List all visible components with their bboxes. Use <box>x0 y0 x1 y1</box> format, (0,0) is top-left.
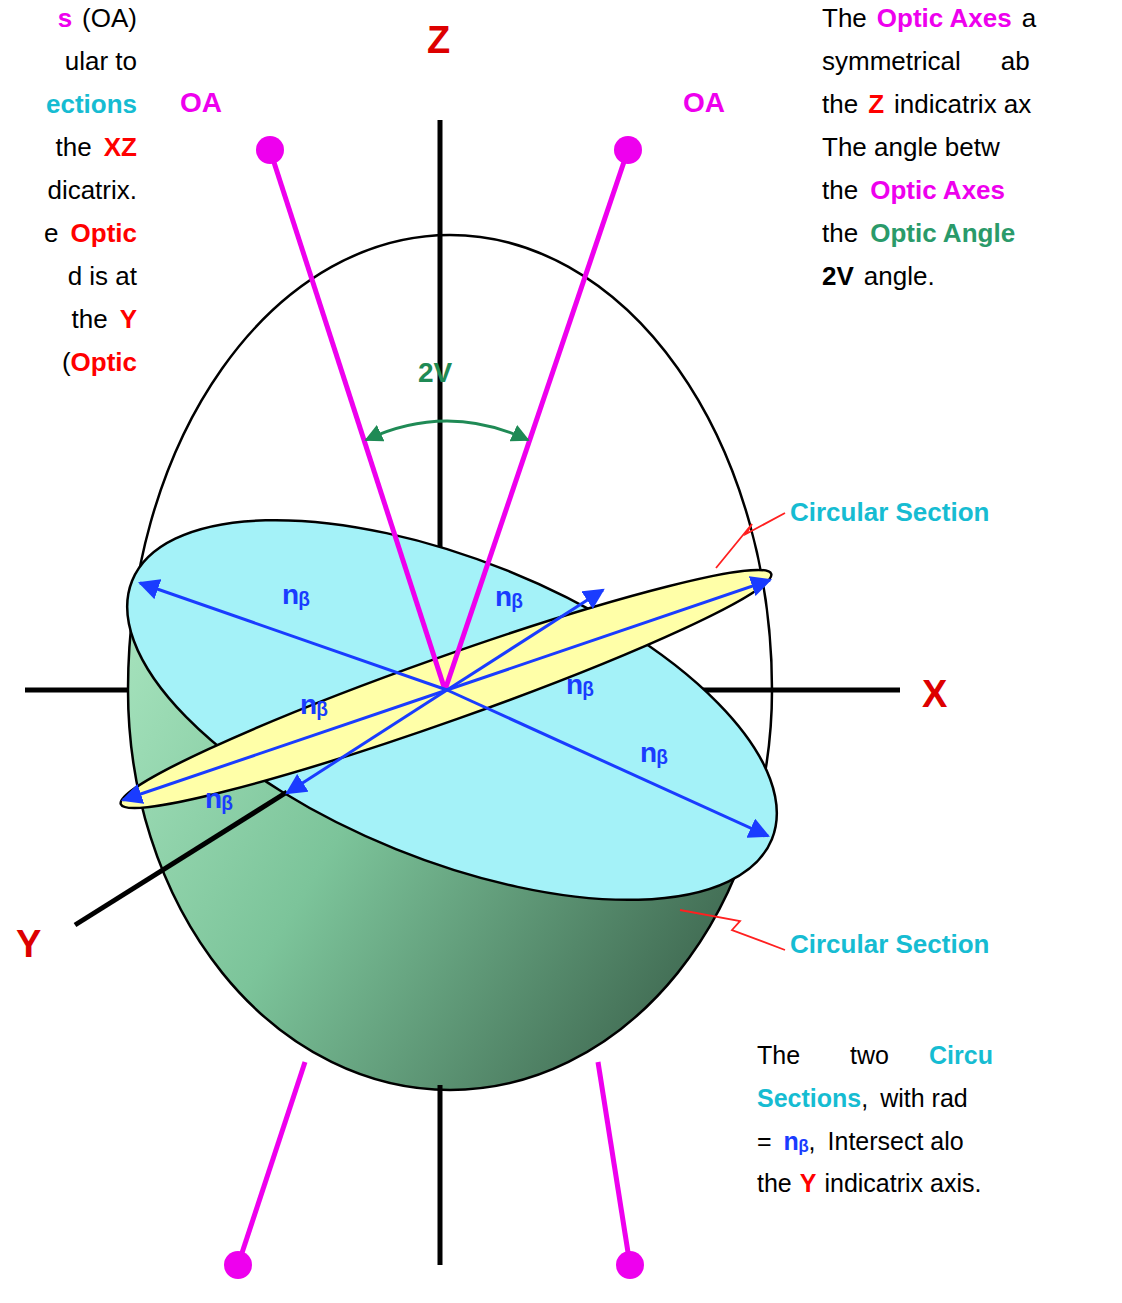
text-line: nᵦ <box>640 736 668 770</box>
note-text: 2V <box>822 261 854 291</box>
text-line: e Optic <box>44 217 137 249</box>
note-text: with rad <box>880 1084 968 1112</box>
note-text: nᵦ <box>784 1127 809 1155</box>
note-text: Optic <box>71 347 137 377</box>
note-text: two <box>850 1041 889 1069</box>
text-line: Z <box>427 18 450 62</box>
refractive-index-label: nᵦ <box>640 737 668 768</box>
text-line: the Zindicatrix ax <box>822 88 1031 120</box>
axis-label: X <box>922 673 947 715</box>
note-text: angle. <box>864 261 935 291</box>
note-text: the <box>822 218 858 248</box>
text-line: Y <box>16 922 41 966</box>
text-line: Circular Section <box>790 496 989 528</box>
z-axis-lower <box>438 1085 443 1265</box>
leader-bolts <box>680 513 785 950</box>
text-line: (Optic <box>62 346 137 378</box>
text-line: symmetrical ab <box>822 45 1030 77</box>
note-text: ( <box>62 347 71 377</box>
note-text: Y <box>800 1169 817 1197</box>
note-text: dicatrix. <box>47 175 137 205</box>
section-label: Circular Section <box>790 929 989 959</box>
text-line: nᵦ <box>495 580 523 614</box>
text-line: OA <box>683 86 725 120</box>
text-line: d is at <box>68 260 137 292</box>
note-text: the <box>822 89 858 119</box>
text-line: ections <box>46 88 137 120</box>
text-line: nᵦ <box>205 782 233 816</box>
note-text: The <box>822 3 867 33</box>
text-line: dicatrix. <box>47 174 137 206</box>
text-line: nᵦ <box>566 668 594 702</box>
text-line: The Optic Axes a <box>822 2 1036 34</box>
note-text: Optic Angle <box>870 218 1015 248</box>
note-text: Sections <box>757 1084 861 1112</box>
note-text: a <box>1022 3 1036 33</box>
note-text: The <box>757 1041 800 1069</box>
optic-axis-label: OA <box>180 87 222 118</box>
refractive-index-label: nᵦ <box>300 689 328 720</box>
refractive-index-label: nᵦ <box>205 783 233 814</box>
axis-label: Z <box>427 19 450 61</box>
axis-label: Y <box>16 923 41 965</box>
text-line: nᵦ <box>282 578 310 612</box>
text-line: The angle betw <box>822 131 1000 163</box>
section-label: Circular Section <box>790 497 989 527</box>
text-line: The two Circu <box>757 1040 993 1071</box>
note-text: Intersect alo <box>828 1127 964 1155</box>
note-text: symmetrical <box>822 46 961 76</box>
note-text: XZ <box>104 132 137 162</box>
note-text: = <box>757 1127 772 1155</box>
note-text: , <box>809 1127 816 1155</box>
radius-arrows <box>123 580 770 836</box>
text-line: the XZ <box>56 131 137 163</box>
refractive-index-label: nᵦ <box>495 581 523 612</box>
circular-section-cyan <box>76 442 828 979</box>
refractive-index-label: nᵦ <box>282 579 310 610</box>
angle-label: 2V <box>418 357 452 388</box>
note-text: Circu <box>929 1041 993 1069</box>
note-text: ab <box>1001 46 1030 76</box>
text-line: s (OA) <box>58 2 137 34</box>
text-line: the Y <box>72 303 138 335</box>
text-line: the Optic Angle <box>822 217 1015 249</box>
note-text: Optic Axes <box>870 175 1005 205</box>
text-line: the Yindicatrix axis. <box>757 1168 981 1199</box>
text-line: ular to <box>65 45 137 77</box>
note-text: ular to <box>65 46 137 76</box>
note-text: Y <box>120 304 137 334</box>
text-line: the Optic Axes <box>822 174 1005 206</box>
text-line: nᵦ <box>300 688 328 722</box>
y-axis-line <box>75 792 287 925</box>
note-text: indicatrix axis. <box>824 1169 981 1197</box>
text-line: Sections, with rad <box>757 1083 968 1114</box>
optic-axis-label: OA <box>683 87 725 118</box>
note-text: ections <box>46 89 137 119</box>
note-text: , <box>861 1084 868 1112</box>
note-text: the <box>56 132 92 162</box>
note-text: Z <box>868 89 884 119</box>
text-line: X <box>922 672 947 716</box>
note-text: the <box>72 304 108 334</box>
text-line: = nᵦ, Intersect alo <box>757 1126 964 1157</box>
refractive-index-label: nᵦ <box>566 669 594 700</box>
text-line: OA <box>180 86 222 120</box>
circular-section-yellow <box>110 544 782 835</box>
note-text: (OA) <box>82 3 137 33</box>
note-text: s <box>58 3 72 33</box>
note-text: the <box>822 175 858 205</box>
note-text: the <box>757 1169 792 1197</box>
note-text: The angle betw <box>822 132 1000 162</box>
note-text: Optic Axes <box>877 3 1012 33</box>
text-line: 2V angle. <box>822 260 935 292</box>
text-line: Circular Section <box>790 928 989 960</box>
note-text: Optic <box>71 218 137 248</box>
text-line: 2V <box>418 356 452 390</box>
note-text: indicatrix ax <box>894 89 1031 119</box>
optic-axes <box>224 136 644 1279</box>
optic-angle-arc <box>366 421 528 440</box>
note-text: d is at <box>68 261 137 291</box>
note-text: e <box>44 218 58 248</box>
